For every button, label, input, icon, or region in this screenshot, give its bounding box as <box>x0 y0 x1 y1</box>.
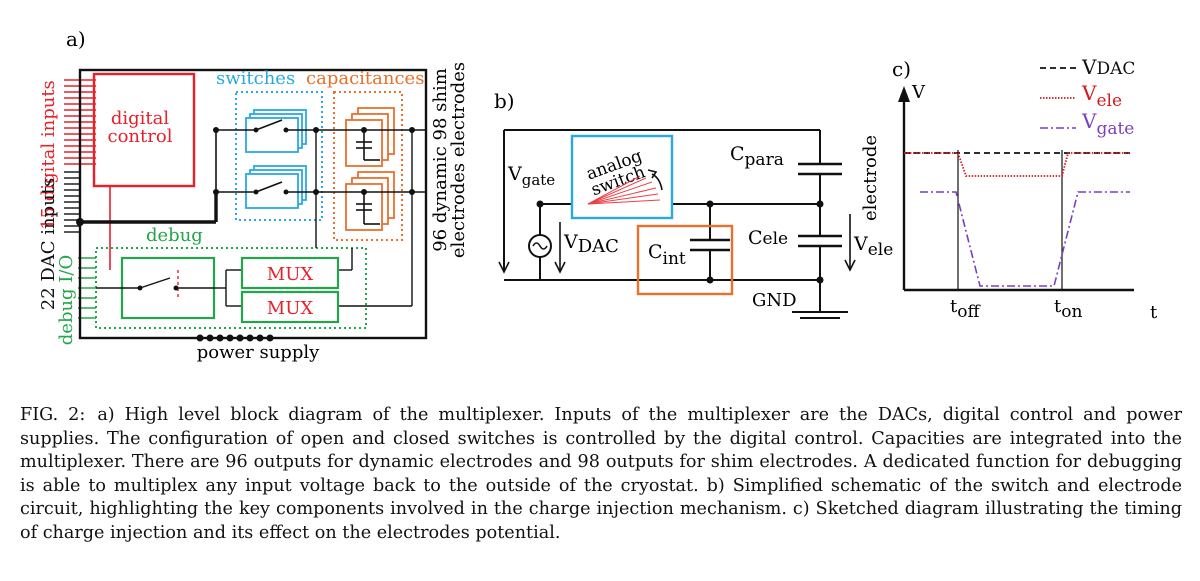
ground-symbol <box>792 311 848 319</box>
legend: VDAC Vele Vgate <box>1040 55 1135 139</box>
cele-label: Cele <box>748 227 788 249</box>
switch-bank-1 <box>245 109 307 153</box>
power-supply-pins <box>196 334 274 342</box>
outputs-label-1: 96 dynamic 98 shim <box>430 68 451 252</box>
t-on-label: ton <box>1054 296 1082 322</box>
debug-io-label: debug I/O <box>56 255 77 345</box>
panel-c-label: c) <box>892 57 911 81</box>
capacitances-label: capacitances <box>306 68 424 89</box>
debug-label: debug <box>146 225 203 246</box>
switch-wiring <box>215 119 426 225</box>
debug-node-2 <box>173 285 179 291</box>
panel-c: c) V t toff ton VDAC Vele <box>892 55 1158 323</box>
dac-input-lines <box>64 171 80 233</box>
digital-inputs-label: 15 digital inputs <box>38 80 59 230</box>
mux-label-2: MUX <box>267 298 314 319</box>
t-off-label: toff <box>950 296 981 322</box>
y-axis-label: V <box>911 82 926 103</box>
vdac-label: VDAC <box>563 231 619 257</box>
vgate-arrow-head <box>498 261 510 274</box>
capacitor-bank-2 <box>345 171 395 231</box>
digital-control-label-2: control <box>108 126 173 147</box>
vele-arrow-head <box>844 259 856 272</box>
electrode-label: electrode <box>860 135 881 221</box>
legend-label-vdac: VDAC <box>1081 55 1135 79</box>
power-supply-label: power supply <box>197 342 320 363</box>
switch-fan-icon <box>587 175 661 205</box>
digital-control-box <box>92 72 196 188</box>
circuit-nodes <box>536 200 824 284</box>
vgate-trace <box>920 191 1130 287</box>
switches-box <box>235 91 323 221</box>
vdac-arrow-head <box>554 261 566 274</box>
switch-bank-2 <box>245 165 307 209</box>
digital-control-label-1: digital <box>111 108 170 129</box>
cint-box <box>636 224 734 296</box>
panel-b: b) <box>494 89 893 319</box>
capacitor-plates <box>690 162 842 252</box>
cint-label: Cint <box>648 241 686 269</box>
figure-2: a) 15 digital inputs 22 DAC inputs debug… <box>38 27 1158 363</box>
dac-inputs-label: 22 DAC inputs <box>38 178 59 311</box>
debug-switch-wiring <box>96 130 413 307</box>
dac-bus-node <box>76 218 84 226</box>
caption-label: FIG. 2: <box>20 405 86 425</box>
legend-label-vele: Vele <box>1081 81 1122 111</box>
panel-b-label: b) <box>494 89 515 113</box>
switches-label: switches <box>216 68 295 89</box>
sine-wave-icon <box>532 242 548 250</box>
mux-label-1: MUX <box>267 264 314 285</box>
caption-text: a) High level block diagram of the multi… <box>20 405 1182 543</box>
vele-label: Vele <box>853 233 893 260</box>
capacitor-bank-1 <box>345 107 395 167</box>
cpara-label: Cpara <box>730 143 784 170</box>
panel-a-label: a) <box>66 27 86 51</box>
y-axis-arrow <box>898 86 910 102</box>
capacitances-box <box>333 91 403 241</box>
gnd-label: GND <box>752 290 797 311</box>
switch-rotate-arrow-head <box>647 169 658 179</box>
mux-box-1 <box>240 256 340 290</box>
mux-box-2 <box>240 290 340 324</box>
panel-a: a) 15 digital inputs 22 DAC inputs debug… <box>38 27 469 363</box>
debug-node-1 <box>137 285 143 291</box>
vele-trace <box>904 152 1130 177</box>
vgate-label: Vgate <box>507 163 555 189</box>
x-axis-label: t <box>1150 302 1158 323</box>
figure-caption: FIG. 2:a) High level block diagram of th… <box>20 404 1182 546</box>
legend-label-vgate: Vgate <box>1081 109 1134 139</box>
outputs-label-2: electrodes electrodes <box>448 62 469 258</box>
